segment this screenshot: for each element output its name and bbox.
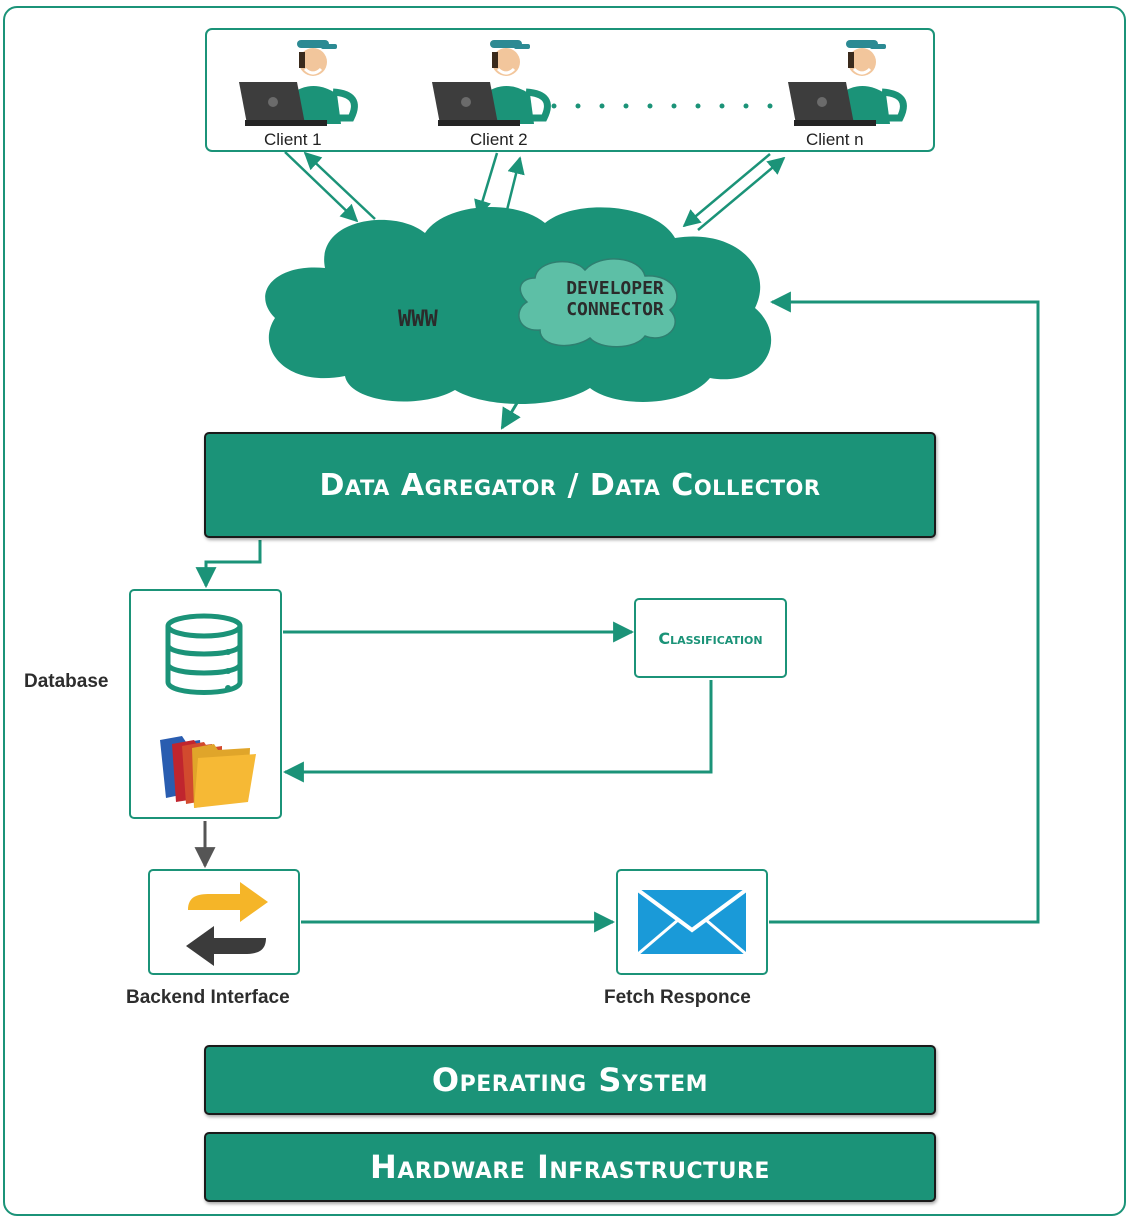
fetch-response-label: Fetch Responce — [604, 987, 751, 1008]
client-cloud-links — [284, 151, 786, 231]
swap-arrows-icon — [186, 882, 268, 966]
envelope-icon — [638, 890, 746, 954]
hardware-infrastructure-layer: Hardware Infrastructure — [204, 1132, 936, 1202]
operating-system-label: Operating System — [431, 1061, 709, 1099]
www-label: WWW — [398, 307, 438, 332]
developer-connector-line1: DEVELOPER — [566, 278, 664, 299]
ellipsis-dots-icon — [551, 103, 773, 109]
developer-laptop-icon — [239, 40, 358, 126]
client-2-label: Client 2 — [470, 130, 528, 149]
developer-connector-line2: CONNECTOR — [566, 299, 664, 320]
folders-icon — [160, 736, 256, 808]
www-cloud-icon — [265, 206, 772, 404]
client-n-label: Client n — [806, 130, 864, 149]
developer-connector-label: DEVELOPER CONNECTOR — [548, 278, 682, 320]
database-label: Database — [24, 671, 109, 692]
backend-interface-box — [148, 869, 300, 975]
fetch-to-cloud-arrow — [769, 291, 1040, 924]
classification-to-database-arrow — [282, 680, 713, 783]
data-aggregator-layer: Data Agregator / Data Collector — [204, 432, 936, 538]
client-1-label: Client 1 — [264, 130, 322, 149]
developer-laptop-icon — [432, 40, 551, 126]
operating-system-layer: Operating System — [204, 1045, 936, 1115]
backend-interface-label: Backend Interface — [126, 987, 290, 1008]
database-icon — [165, 613, 243, 695]
developer-laptop-icon — [788, 40, 907, 126]
hardware-infrastructure-label: Hardware Infrastructure — [370, 1148, 770, 1186]
client-2: Client 2 — [426, 28, 556, 152]
classification-box: Classification — [634, 598, 787, 678]
client-n: Client n — [782, 28, 912, 152]
data-aggregator-label: Data Agregator / Data Collector — [319, 467, 821, 503]
client-1: Client 1 — [233, 28, 363, 152]
aggregator-to-database-arrow — [195, 540, 262, 589]
classification-label: Classification — [658, 628, 763, 648]
